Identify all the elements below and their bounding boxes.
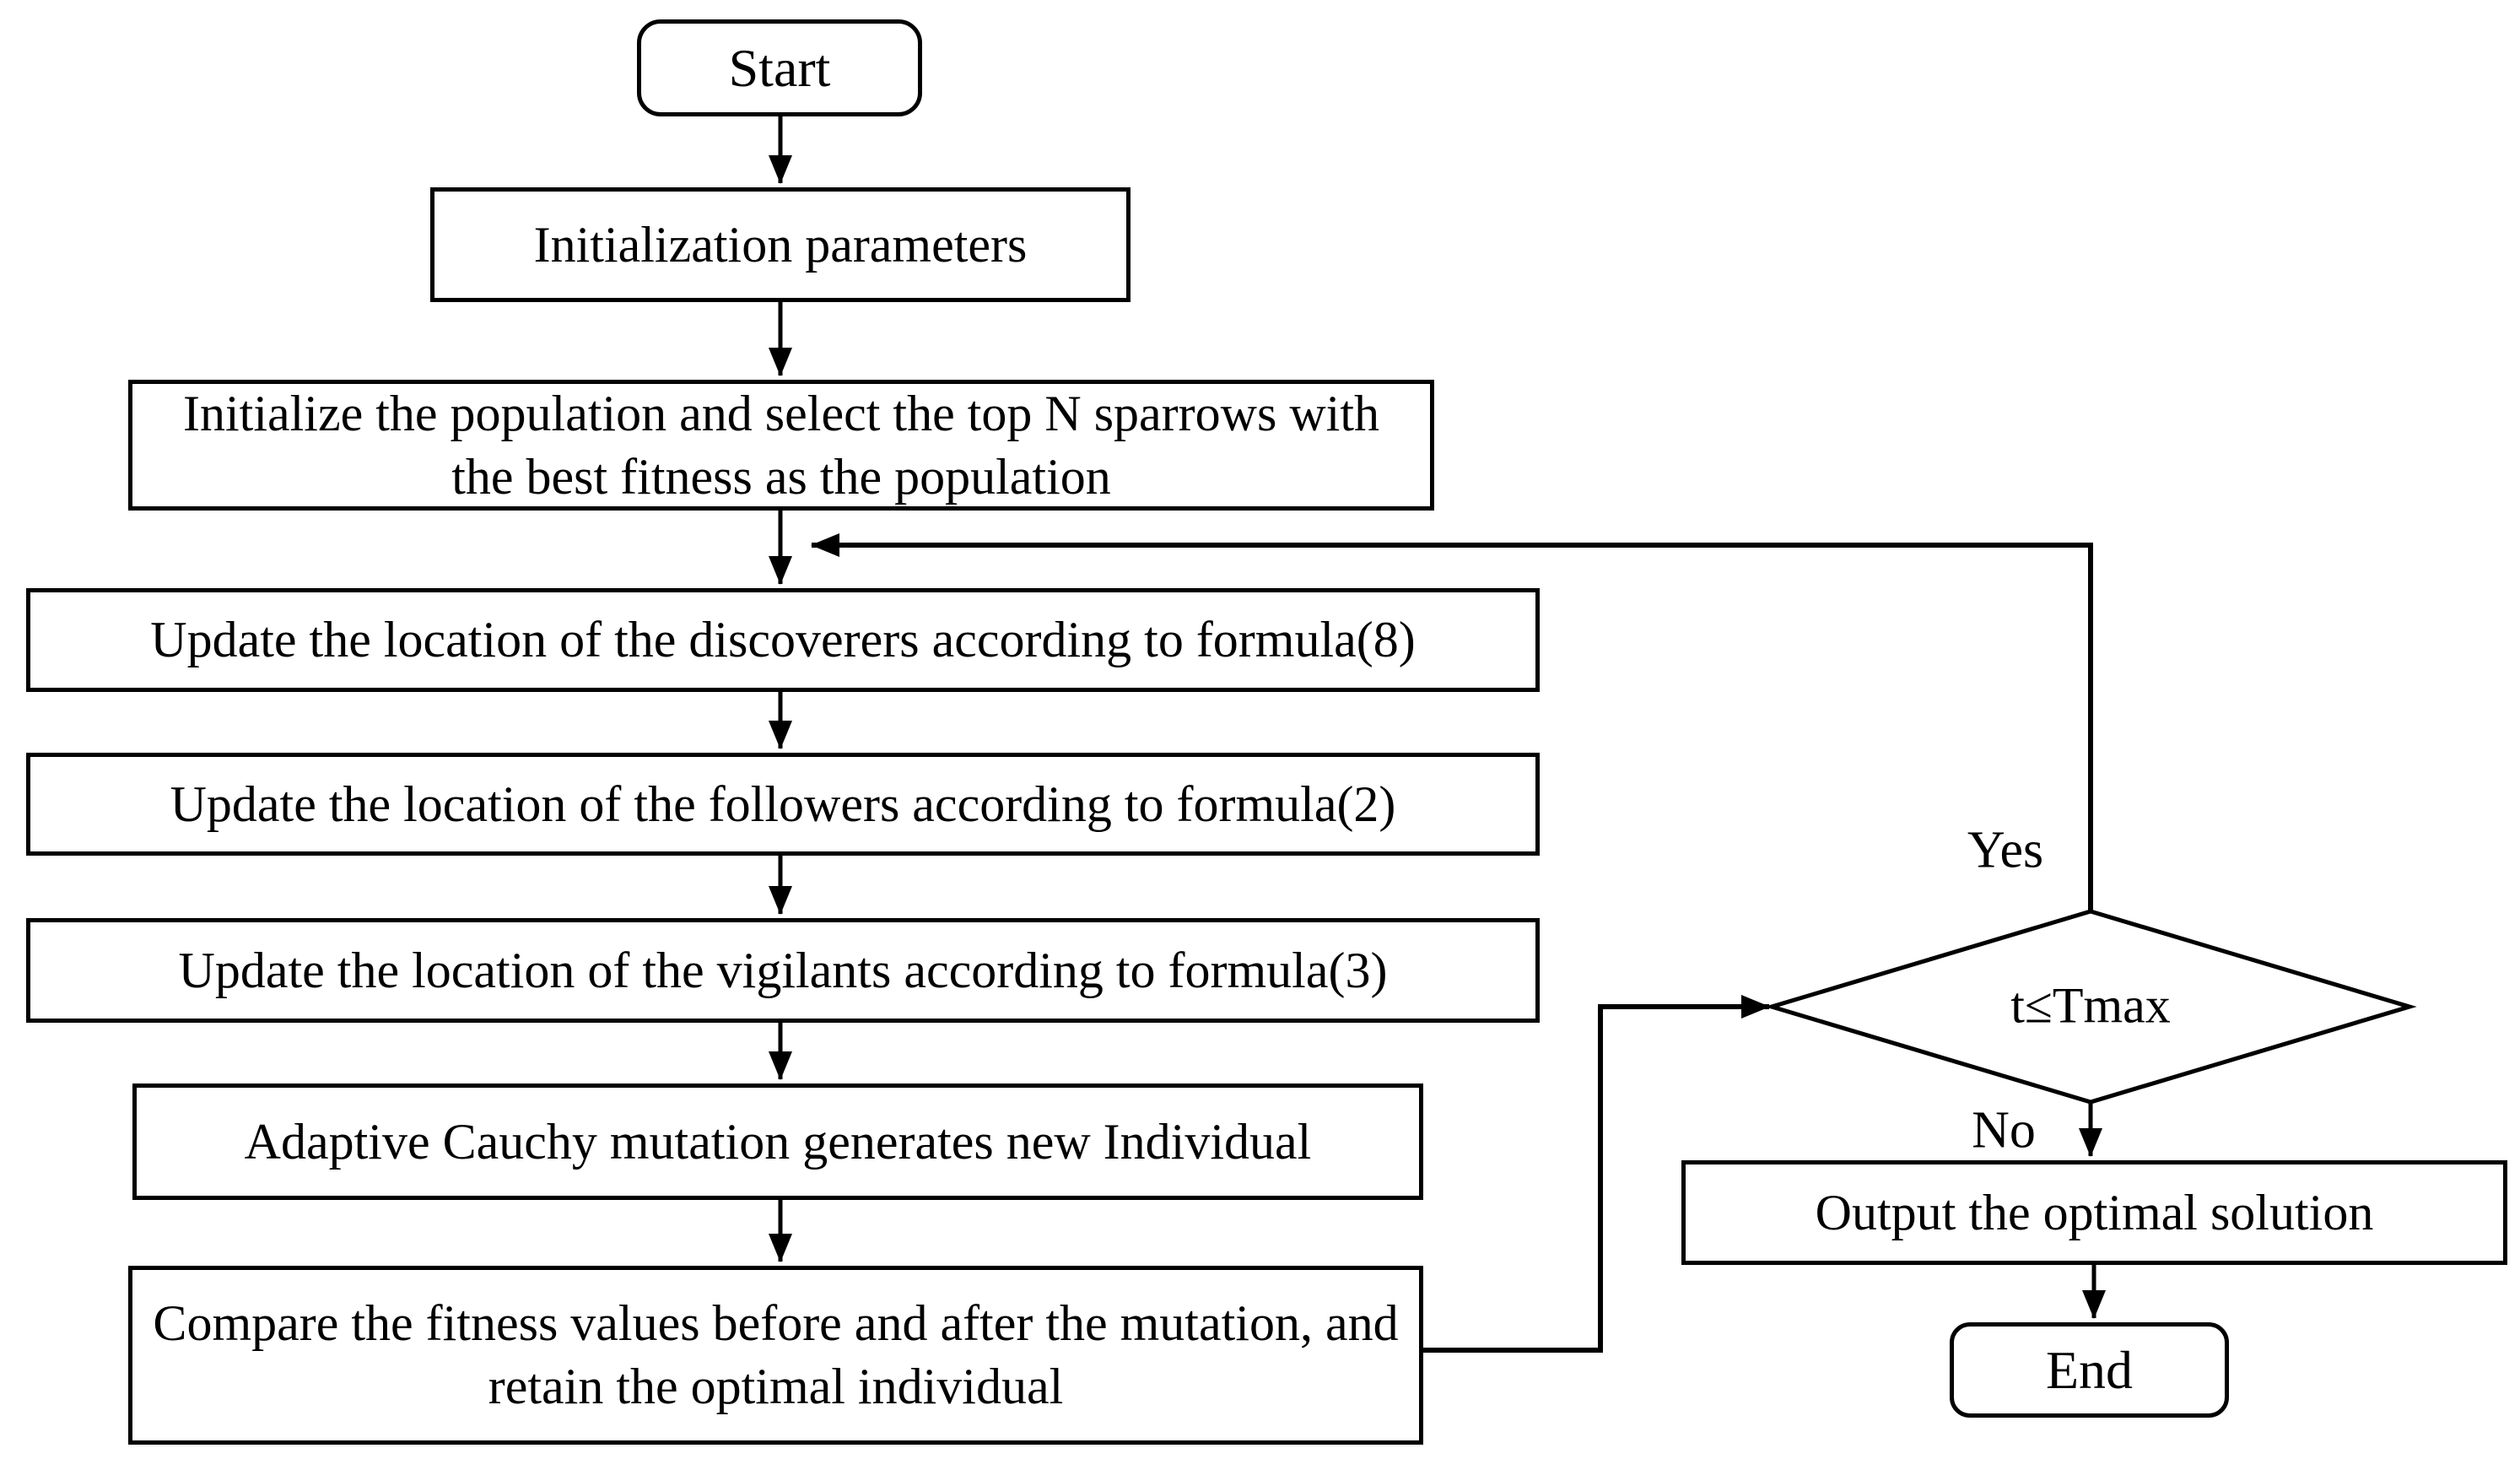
update-vigilants-node: Update the location of the vigilants acc…: [26, 918, 1540, 1023]
update-discoverers-node: Update the location of the discoverers a…: [26, 588, 1540, 692]
edge-compare-to-decision: [1423, 995, 1770, 1353]
yes-edge-label: Yes: [1967, 821, 2044, 879]
no-edge-label: No: [1972, 1101, 2036, 1159]
initialization-parameters-node: Initialization parameters: [430, 187, 1130, 302]
update-followers-node: Update the location of the followers acc…: [26, 753, 1540, 856]
cauchy-mutation-node: Adaptive Cauchy mutation generates new I…: [132, 1083, 1423, 1200]
edge-decision-yes-loop: [811, 533, 2093, 911]
decision-condition-label: t≤Tmax: [2010, 977, 2171, 1034]
end-node: End: [1950, 1322, 2229, 1418]
initialize-population-node: Initialize the population and select the…: [128, 380, 1434, 511]
start-node: Start: [637, 19, 922, 116]
output-solution-node: Output the optimal solution: [1681, 1160, 2507, 1265]
compare-fitness-node: Compare the fitness values before and af…: [128, 1266, 1423, 1445]
